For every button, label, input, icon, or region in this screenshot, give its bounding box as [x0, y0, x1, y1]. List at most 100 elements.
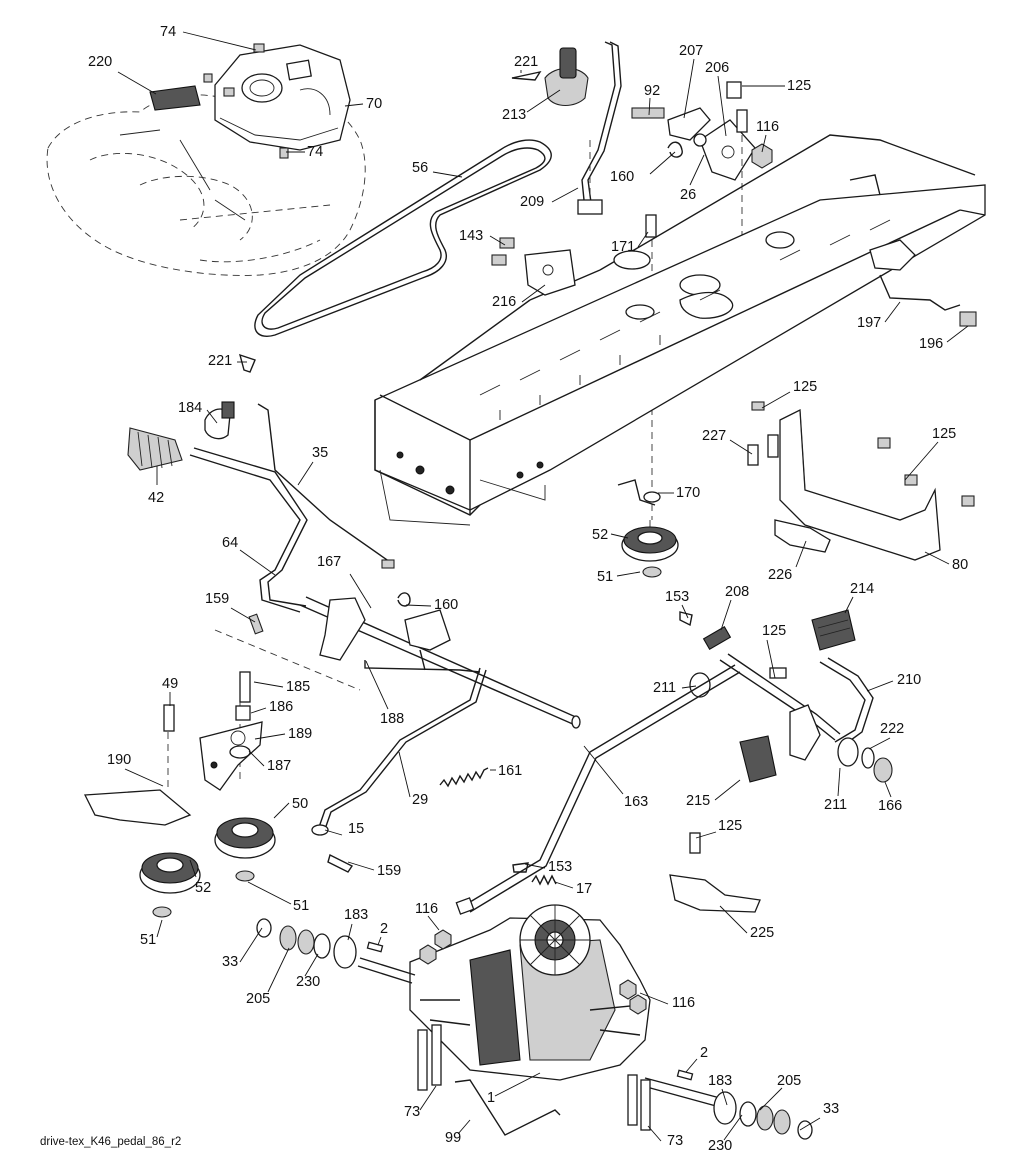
leader-l213: [526, 89, 561, 113]
pedal-pad-214: [811, 609, 856, 651]
cable-35: [257, 403, 391, 563]
lever-64: [189, 447, 308, 613]
callout-l29: 29: [412, 792, 428, 808]
leader-l160a: [649, 151, 676, 175]
leader-l2b: [685, 1058, 698, 1073]
callout-l73b: 73: [667, 1133, 683, 1149]
leader-l74a: [182, 31, 257, 51]
leader-l51b: [247, 881, 292, 905]
callout-l160b: 160: [434, 597, 458, 613]
clip-153-lower: [512, 862, 529, 873]
callout-l163: 163: [624, 794, 648, 810]
key-2-left: [366, 941, 384, 953]
leader-l116b: [427, 915, 440, 931]
callout-l230b: 230: [708, 1138, 732, 1154]
nut-51-upper: [642, 566, 662, 578]
callout-l26: 26: [680, 187, 696, 203]
callout-l197: 197: [857, 315, 881, 331]
bushing-211: [689, 672, 711, 698]
leader-l35: [297, 461, 314, 486]
callout-l170: 170: [676, 485, 700, 501]
leader-l125e: [695, 831, 717, 839]
bracket-207: [631, 107, 711, 141]
callout-l160a: 160: [610, 169, 634, 185]
callout-l52b: 52: [195, 880, 211, 896]
leader-l211b: [837, 767, 841, 797]
callout-l1: 1: [487, 1090, 495, 1106]
leader-l29: [398, 751, 411, 798]
leader-l50: [273, 802, 290, 819]
callout-l215: 215: [686, 793, 710, 809]
bracket-189: [199, 721, 263, 791]
cable-35-end: [381, 559, 395, 569]
callout-l221a: 221: [514, 54, 538, 70]
leader-l153a: [681, 604, 689, 619]
pad-215: [739, 735, 777, 783]
callout-l211a: 211: [653, 680, 676, 696]
leader-l52b: [189, 859, 197, 878]
rear-plate-80: [779, 408, 941, 561]
spring-clip-160-mid: [397, 592, 411, 607]
spring-17: [531, 874, 557, 886]
pulley-52-lower: [139, 852, 201, 894]
leader-l51a: [616, 571, 641, 577]
leader-l163: [583, 745, 624, 795]
callout-l116c: 116: [672, 995, 695, 1011]
callout-l161: 161: [498, 763, 522, 779]
callout-l116a: 116: [756, 119, 779, 135]
bolt-49: [163, 704, 175, 732]
callout-l222: 222: [880, 721, 904, 737]
callout-l188: 188: [380, 711, 404, 727]
leader-l227: [729, 439, 753, 455]
callout-l211b: 211: [824, 797, 847, 813]
rod-163: [455, 664, 741, 915]
bolt-171: [645, 214, 657, 238]
leader-l184: [206, 409, 218, 424]
leader-l225: [719, 905, 748, 934]
bolt-125: [726, 81, 748, 133]
leader-lines: [117, 31, 969, 1142]
callout-l216: 216: [492, 294, 516, 310]
callout-l159b: 159: [377, 863, 401, 879]
ring-33-right: [797, 1120, 813, 1140]
bolts-143: [491, 237, 515, 266]
rod-188: [364, 660, 481, 673]
leader-l52a: [610, 533, 629, 539]
leader-l159a: [230, 607, 256, 623]
leader-l116c: [639, 992, 669, 1005]
leader-l143: [489, 235, 506, 246]
transaxle-1: [409, 904, 651, 1081]
rod-99: [454, 1079, 561, 1136]
spring-clip-160: [667, 141, 683, 158]
axle-right: [642, 1077, 721, 1107]
nut-116-d: [629, 994, 647, 1015]
hood-body-outline: [46, 94, 366, 276]
washer-187: [229, 745, 251, 759]
callout-l185: 185: [286, 679, 310, 695]
leader-l17: [554, 881, 574, 889]
chassis-frame: [374, 134, 986, 526]
drive-belt-56: [254, 139, 552, 337]
bracket-225: [669, 874, 761, 913]
rod-29: [317, 667, 487, 833]
pedal-shaft: [719, 653, 841, 761]
callout-l52a: 52: [592, 527, 608, 543]
bolt-196: [959, 311, 977, 327]
hub-183-left: [333, 935, 357, 969]
lever-209: [577, 41, 622, 215]
callout-l159a: 159: [205, 591, 229, 607]
clip-221: [511, 70, 542, 81]
bolts-73: [417, 1024, 651, 1131]
leader-l153b: [524, 863, 546, 869]
leader-l1: [494, 1072, 541, 1097]
leader-l116a: [761, 134, 767, 153]
leader-l166: [884, 781, 892, 798]
bushing-211-b: [837, 737, 859, 767]
callout-l225: 225: [750, 925, 774, 941]
knob-213: [544, 47, 589, 107]
callout-l74a: 74: [160, 24, 176, 40]
spring-208: [702, 626, 732, 650]
callout-l205a: 205: [246, 991, 270, 1007]
nut-116: [751, 143, 773, 169]
